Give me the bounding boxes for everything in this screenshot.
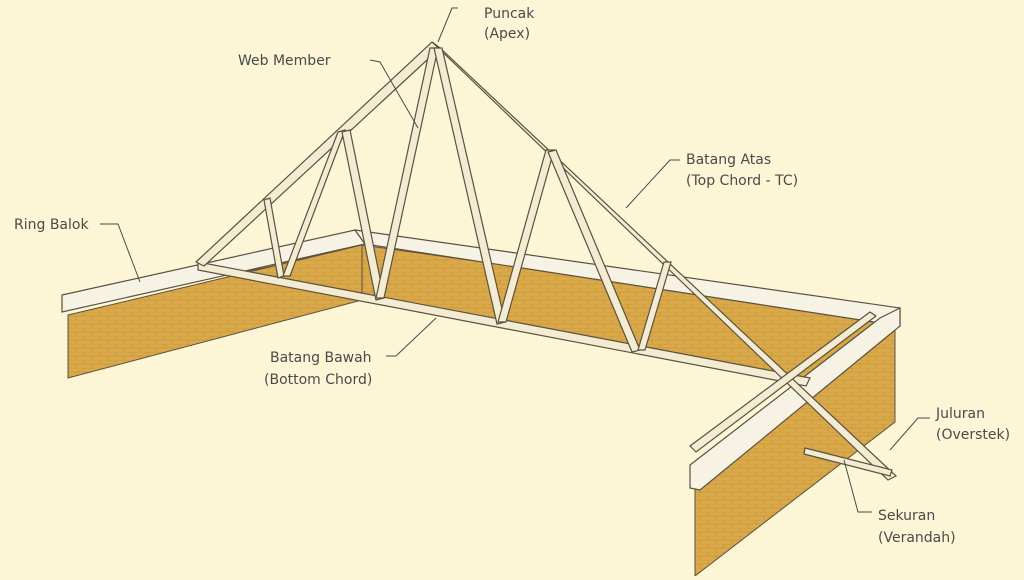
verandah-strut (803, 447, 893, 477)
web-member (497, 149, 555, 323)
verandah-label-line2: (Verandah) (878, 530, 956, 546)
label-overhang: Juluran (Overstek) (935, 406, 1010, 443)
top-chord-label-line1: Batang Atas (686, 152, 771, 168)
apex-label-line2: (Apex) (484, 26, 530, 42)
bottom-chord-label-line1: Batang Bawah (270, 350, 372, 366)
top-chord-label-line2: (Top Chord - TC) (686, 173, 798, 189)
web-member-label: Web Member (238, 53, 331, 69)
label-bottom-chord: Batang Bawah (Bottom Chord) (264, 350, 372, 388)
overhang-label-line1: Juluran (935, 406, 985, 422)
label-ring-beam: Ring Balok (14, 217, 89, 233)
top-chord-left (194, 41, 441, 267)
leader-lines (100, 7, 930, 513)
bottom-chord-label-line2: (Bottom Chord) (264, 372, 372, 388)
apex-label-line1: Puncak (484, 6, 535, 22)
overhang-label-line2: (Overstek) (936, 427, 1010, 443)
web-member (637, 261, 672, 351)
ring-beam (61, 229, 901, 491)
verandah-label-line1: Sekuran (878, 508, 935, 524)
label-top-chord: Batang Atas (Top Chord - TC) (686, 152, 798, 189)
overhang-rafter (689, 311, 878, 453)
label-apex: Puncak (Apex) (484, 6, 535, 42)
label-verandah: Sekuran (Verandah) (878, 508, 956, 546)
web-member (282, 129, 346, 277)
ring-beam-label: Ring Balok (14, 217, 89, 233)
bottom-chord (197, 261, 811, 387)
roof-truss (194, 41, 898, 481)
label-web-member: Web Member (238, 53, 331, 69)
